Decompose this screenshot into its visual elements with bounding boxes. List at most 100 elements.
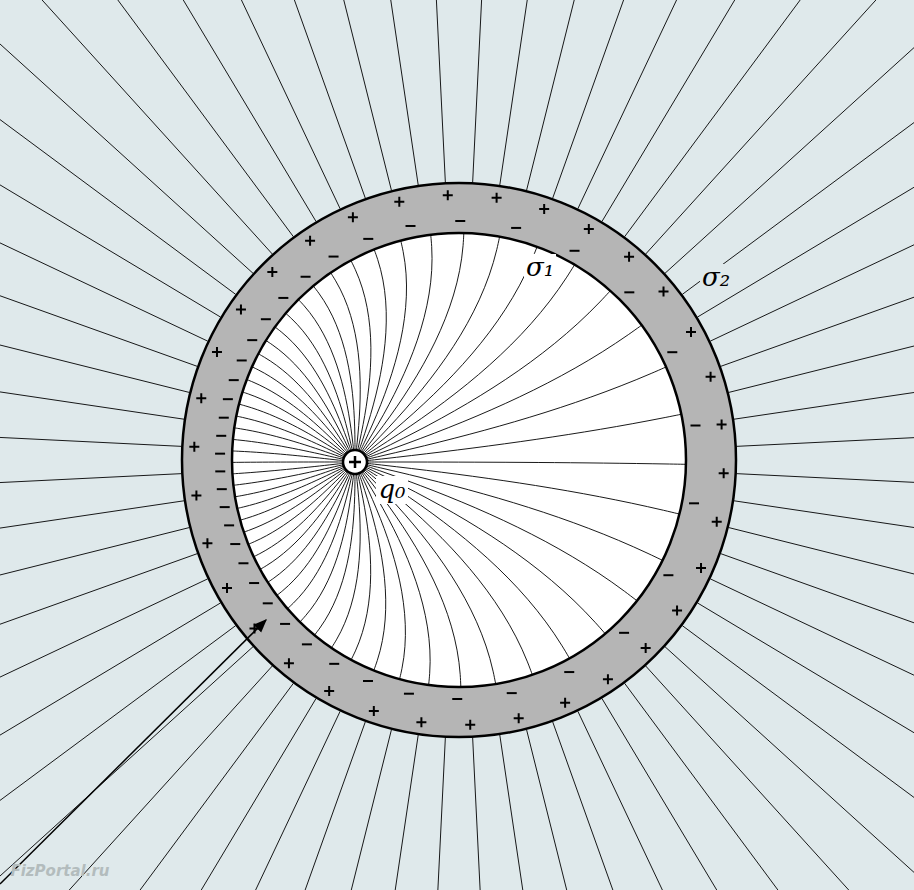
field-line <box>0 579 208 845</box>
field-line <box>286 313 353 450</box>
field-line <box>360 241 406 452</box>
positive-charge-sign <box>443 190 453 200</box>
negative-charge-sign <box>280 623 290 625</box>
field-line <box>367 465 663 561</box>
positive-charge-sign <box>624 252 634 262</box>
field-line <box>665 647 914 890</box>
negative-charge-sign <box>247 339 257 341</box>
field-line <box>240 0 391 190</box>
negative-charge-sign <box>219 417 229 419</box>
field-line <box>0 328 184 419</box>
field-line <box>0 0 221 317</box>
field-line <box>0 0 236 294</box>
negative-charge-sign <box>237 359 247 361</box>
negative-charge-sign <box>564 671 574 673</box>
negative-charge-sign <box>263 602 273 604</box>
positive-charge-sign <box>717 419 727 429</box>
field-line <box>359 249 386 450</box>
field-line <box>233 439 343 459</box>
positive-charge-sign <box>686 327 696 337</box>
field-line <box>315 474 355 635</box>
negative-charge-sign <box>215 470 225 472</box>
positive-charge-sign <box>348 212 358 222</box>
field-line <box>258 354 348 452</box>
field-line <box>232 463 343 473</box>
negative-charge-sign <box>278 297 288 299</box>
positive-charge-sign <box>191 491 201 501</box>
field-line <box>252 367 348 453</box>
field-line <box>697 0 914 317</box>
field-line <box>682 626 914 890</box>
positive-charge-sign <box>267 267 277 277</box>
field-line <box>298 300 353 451</box>
field-line <box>331 273 361 450</box>
field-line <box>232 461 343 462</box>
negative-charge-sign <box>224 524 234 526</box>
field-line <box>553 0 763 198</box>
negative-charge-sign <box>261 318 271 320</box>
pointer-arrow <box>0 620 266 884</box>
watermark: FizPortal.ru <box>8 864 111 880</box>
negative-charge-sign <box>455 220 465 222</box>
field-line <box>527 730 678 890</box>
field-line <box>415 738 446 890</box>
field-line <box>553 722 763 890</box>
positive-charge-sign <box>712 517 722 527</box>
field-line <box>0 0 316 222</box>
field-line <box>721 554 914 764</box>
field-line <box>0 626 236 890</box>
negative-charge-sign <box>215 453 225 455</box>
negative-charge-sign <box>223 398 233 400</box>
positive-charge-sign <box>196 393 206 403</box>
negative-charge-sign <box>663 574 673 576</box>
negative-charge-sign <box>301 276 311 278</box>
positive-charge-sign <box>284 658 294 668</box>
positive-charge-sign <box>189 442 199 452</box>
surface-charges <box>189 190 728 730</box>
field-line <box>351 260 371 450</box>
field-line <box>0 416 181 447</box>
field-line <box>737 416 914 447</box>
field-line <box>367 462 686 464</box>
field-line <box>240 730 391 890</box>
negative-charge-sign <box>302 643 312 645</box>
field-line <box>646 666 914 890</box>
field-line <box>0 0 253 273</box>
negative-charge-sign <box>329 256 339 258</box>
positive-charge-sign <box>369 706 379 716</box>
field-line <box>500 0 591 185</box>
positive-charge-sign <box>222 583 232 593</box>
field-line <box>366 291 611 457</box>
field-line <box>646 0 914 254</box>
field-line <box>0 157 197 367</box>
negative-charge-sign <box>667 351 677 353</box>
field-line <box>625 0 914 237</box>
positive-charge-sign <box>560 698 570 708</box>
field-line <box>0 0 293 237</box>
field-line <box>734 501 914 592</box>
field-line <box>0 603 221 890</box>
surface-density-label: σ₁ <box>524 254 556 281</box>
positive-charge-sign <box>514 713 524 723</box>
negative-charge-sign <box>229 379 239 381</box>
surface-density-label: σ₂ <box>700 264 732 291</box>
positive-charge-sign <box>706 372 716 382</box>
negative-charge-sign <box>329 663 339 665</box>
field-line <box>0 554 197 764</box>
field-line <box>367 367 666 459</box>
field-line <box>734 328 914 419</box>
inner-field-lines <box>232 233 686 687</box>
field-line <box>233 465 343 486</box>
field-line <box>737 474 914 505</box>
negative-charge-sign <box>511 227 521 229</box>
negative-charge-sign <box>363 680 373 682</box>
field-line <box>578 711 844 890</box>
negative-charge-sign <box>230 543 240 545</box>
negative-charge-sign <box>619 632 629 634</box>
positive-charge-sign <box>394 197 404 207</box>
field-line <box>362 471 460 687</box>
field-line <box>327 735 418 890</box>
negative-charge-sign <box>238 562 248 564</box>
